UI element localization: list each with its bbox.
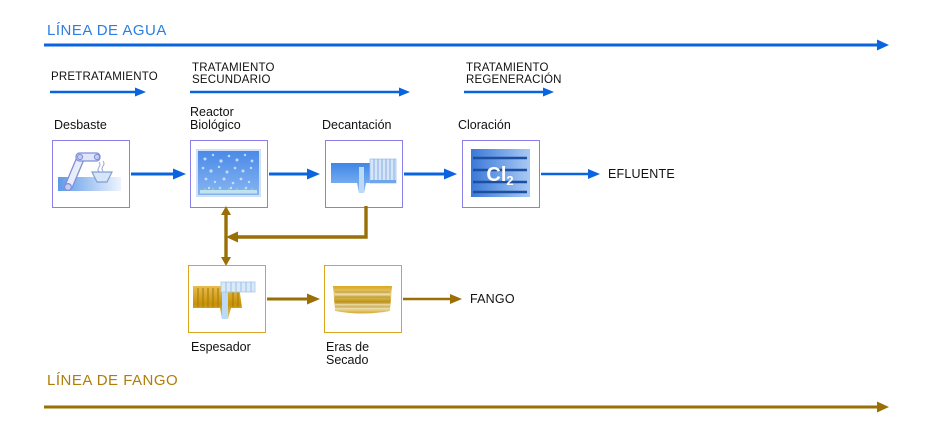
water-line-title: LÍNEA DE AGUA [47, 22, 167, 39]
label-fango: FANGO [470, 292, 515, 306]
desbaste-icon [58, 152, 121, 191]
label-decantacion: Decantación [322, 118, 392, 132]
label-desbaste: Desbaste [54, 118, 107, 132]
stage-label-pretratamiento: PRETRATAMIENTO [51, 71, 158, 83]
stage-arrow-tratamiento-secundario [190, 87, 410, 97]
label-reactor-biologico-line1: Reactor [190, 105, 234, 119]
sludge-line-arrow [44, 401, 889, 413]
flow-arrow-espesador-eras [267, 293, 320, 305]
flow-arrow-desbaste-reactor [131, 168, 186, 180]
label-eras-de-secado-line2: Secado [326, 353, 369, 367]
flow-arrow-decantacion-cloracion [404, 168, 457, 180]
stage-arrow-pretratamiento [50, 87, 146, 97]
recirculation-arrow-vertical [221, 206, 231, 266]
unit-box-reactor-biologico[interactable] [190, 140, 268, 208]
flow-arrow-efluente [541, 169, 600, 179]
stage-label-tratamiento-regeneracion-line1: TRATAMIENTO [466, 62, 549, 74]
stage-label-tratamiento-secundario-line2: SECUNDARIO [192, 74, 271, 86]
label-reactor-biologico-line2: Biológico [190, 118, 241, 132]
espesador-icon [193, 281, 256, 319]
cloracion-icon: Cl2 [471, 149, 530, 197]
decantacion-icon [331, 158, 397, 193]
water-line-arrow [44, 39, 889, 51]
unit-box-decantacion[interactable] [325, 140, 403, 208]
unit-box-desbaste[interactable] [52, 140, 130, 208]
label-cloracion: Cloración [458, 118, 511, 132]
reactor-biologico-icon [196, 149, 261, 197]
unit-box-cloracion[interactable]: Cl2 [462, 140, 540, 208]
eras-de-secado-icon [333, 286, 392, 314]
unit-box-eras-de-secado[interactable] [324, 265, 402, 333]
stage-arrow-tratamiento-regeneracion [464, 87, 554, 97]
unit-box-espesador[interactable] [188, 265, 266, 333]
flow-arrow-reactor-decantacion [269, 168, 320, 180]
label-espesador: Espesador [191, 340, 251, 354]
label-efluente: EFLUENTE [608, 167, 675, 181]
stage-label-tratamiento-regeneracion-line2: REGENERACIÓN [466, 74, 562, 86]
sludge-transfer-arrow-decantacion [226, 206, 368, 243]
sludge-line-title: LÍNEA DE FANGO [47, 372, 179, 389]
flow-arrow-fango [403, 294, 462, 304]
stage-label-tratamiento-secundario-line1: TRATAMIENTO [192, 62, 275, 74]
label-eras-de-secado-line1: Eras de [326, 340, 370, 354]
